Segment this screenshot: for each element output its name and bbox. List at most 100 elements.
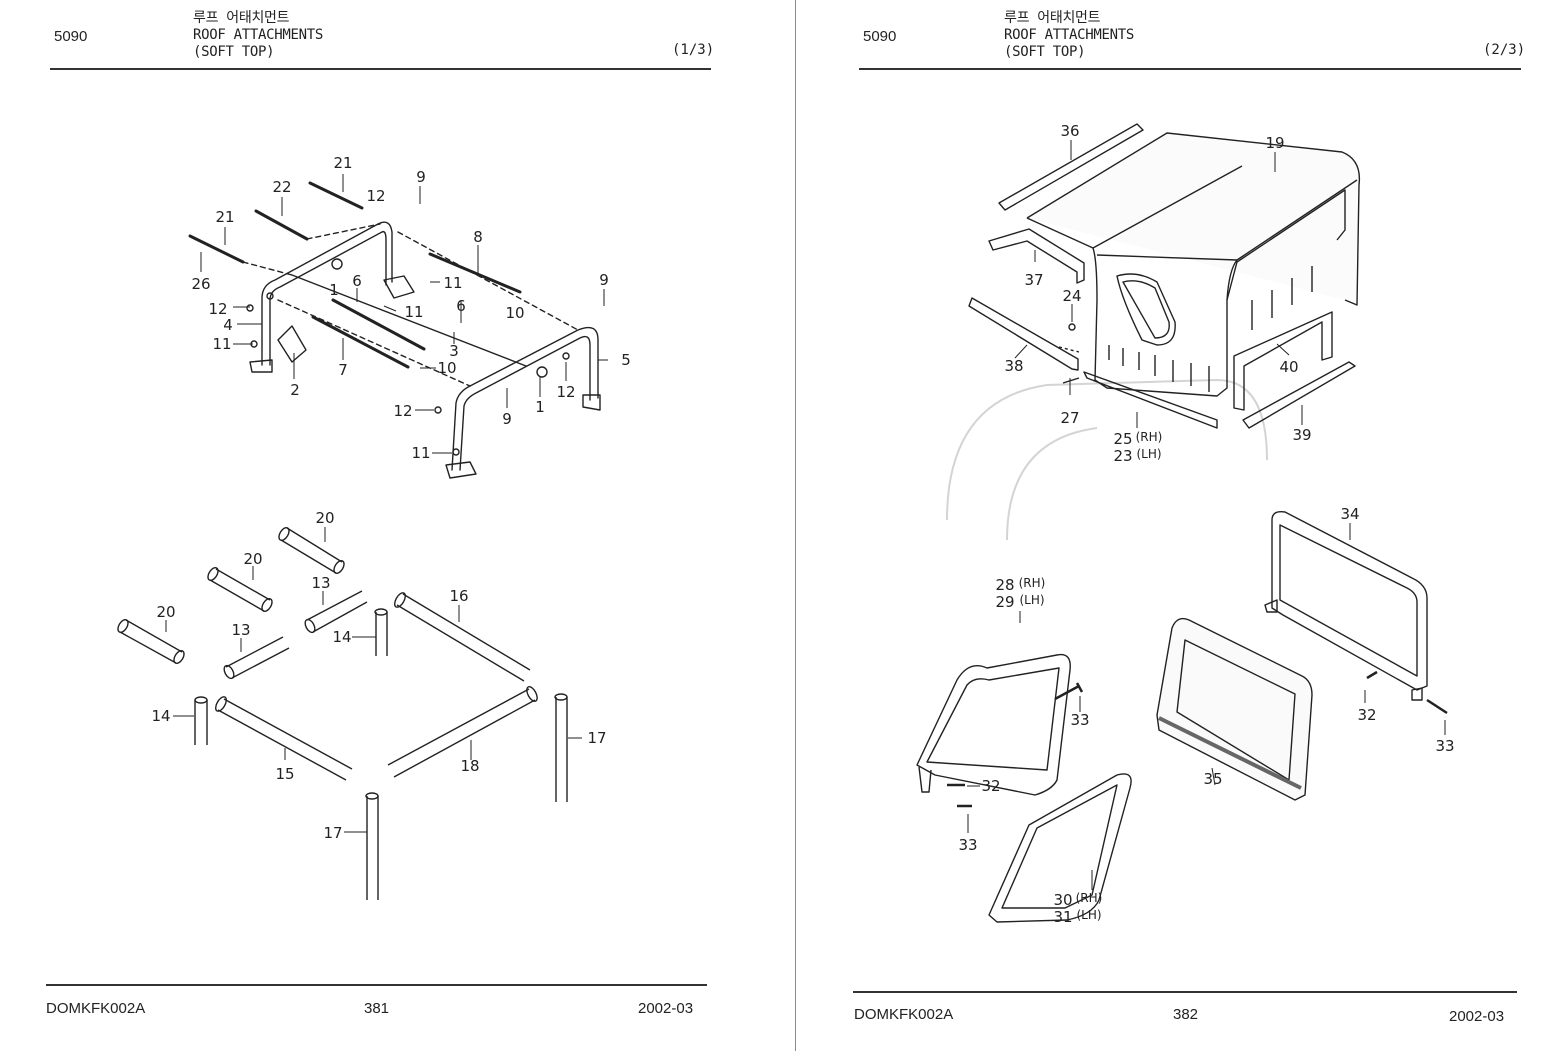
callout-label: 33 xyxy=(1070,711,1089,729)
leader-lines xyxy=(165,174,608,833)
catalog-page-right: 5090 루프 어태치먼트 ROOF ATTACHMENTS (SOFT TOP… xyxy=(797,0,1563,1051)
callout-label: 14 xyxy=(151,707,170,725)
parts-diagram-soft-top: 36 19 37 24 38 40 27 39 25 (RH) 23 (LH) … xyxy=(916,122,1455,926)
callout-label: 34 xyxy=(1340,505,1359,523)
callout-label: 15 xyxy=(275,765,294,783)
page-divider xyxy=(795,0,796,1051)
footer-rule xyxy=(853,991,1517,993)
callout-label: 27 xyxy=(1060,409,1079,427)
callout-label: 18 xyxy=(460,757,479,775)
callout-label: (LH) xyxy=(1076,908,1101,922)
callout-label: 9 xyxy=(416,168,426,186)
header-rule xyxy=(50,68,711,70)
footer-code: DOMKFK002A xyxy=(46,1000,146,1017)
callout-label: 36 xyxy=(1060,122,1079,140)
callout-label: 13 xyxy=(231,621,250,639)
callout-label: 4 xyxy=(223,316,233,334)
callout-label: 23 xyxy=(1113,447,1132,465)
callout-label: 10 xyxy=(437,359,456,377)
footer-page-number: 382 xyxy=(1173,1006,1199,1023)
callout-label: 33 xyxy=(1435,737,1454,755)
callout-label: 6 xyxy=(456,297,466,315)
callout-label: 29 xyxy=(995,593,1014,611)
callout-label: 17 xyxy=(587,729,606,747)
callout-label: 26 xyxy=(191,275,210,293)
page-of-indicator: (1/3) xyxy=(672,42,715,58)
callout-label: 11 xyxy=(443,274,462,292)
callout-label: 32 xyxy=(981,777,1000,795)
callout-labels: 21 22 21 12 9 8 26 12 4 11 1 6 11 6 10 9… xyxy=(151,154,630,842)
callout-label: 12 xyxy=(556,383,575,401)
callout-label: 19 xyxy=(1265,134,1284,152)
callout-label: 20 xyxy=(243,550,262,568)
callout-label: 11 xyxy=(411,444,430,462)
callout-label: (RH) xyxy=(1136,430,1163,444)
callout-label: 12 xyxy=(366,187,385,205)
callout-label: 20 xyxy=(315,509,334,527)
callout-label: (RH) xyxy=(1076,891,1103,905)
callout-label: 9 xyxy=(502,410,512,428)
callout-label: 13 xyxy=(311,574,330,592)
title-english: ROOF ATTACHMENTS xyxy=(193,27,324,43)
callout-label: (LH) xyxy=(1136,447,1161,461)
callout-label: 37 xyxy=(1024,271,1043,289)
callout-label: 12 xyxy=(208,300,227,318)
footer-rule xyxy=(46,984,707,986)
callout-label: 30 xyxy=(1053,891,1072,909)
callout-label: 24 xyxy=(1062,287,1081,305)
callout-label: 11 xyxy=(212,335,231,353)
leader-lines xyxy=(967,140,1446,890)
title-korean: 루프 어태치먼트 xyxy=(1004,10,1101,26)
footer-date: 2002-03 xyxy=(638,1000,694,1017)
callout-label: 17 xyxy=(323,824,342,842)
callout-labels: 36 19 37 24 38 40 27 39 25 (RH) 23 (LH) … xyxy=(958,122,1454,926)
callout-label: 20 xyxy=(156,603,175,621)
page-title-block: 루프 어태치먼트 ROOF ATTACHMENTS (SOFT TOP) xyxy=(193,10,323,61)
callout-label: (RH) xyxy=(1019,576,1046,590)
callout-label: 25 xyxy=(1113,430,1132,448)
callout-label: 28 xyxy=(995,576,1014,594)
callout-label: 35 xyxy=(1203,770,1222,788)
callout-label: 1 xyxy=(329,281,339,299)
callout-label: 1 xyxy=(535,398,545,416)
footer-date: 2002-03 xyxy=(1449,1008,1505,1025)
callout-label: 3 xyxy=(449,342,459,360)
callout-label: 21 xyxy=(333,154,352,172)
callout-label: 40 xyxy=(1279,358,1298,376)
callout-label: 22 xyxy=(272,178,291,196)
callout-label: 39 xyxy=(1292,426,1311,444)
callout-label: 21 xyxy=(215,208,234,226)
callout-label: 38 xyxy=(1004,357,1023,375)
title-subtitle: (SOFT TOP) xyxy=(1004,44,1086,60)
callout-label: 12 xyxy=(393,402,412,420)
callout-label: 11 xyxy=(404,303,423,321)
catalog-page-left: 5090 루프 어태치먼트 ROOF ATTACHMENTS (SOFT TOP… xyxy=(46,10,715,1017)
header-rule xyxy=(859,68,1521,70)
callout-label: 5 xyxy=(621,351,631,369)
callout-label: 8 xyxy=(473,228,483,246)
title-english: ROOF ATTACHMENTS xyxy=(1004,27,1135,43)
callout-label: 33 xyxy=(958,836,977,854)
section-number: 5090 xyxy=(863,28,897,45)
title-korean: 루프 어태치먼트 xyxy=(193,10,290,26)
callout-label: (LH) xyxy=(1019,593,1044,607)
soft-top-drawing xyxy=(916,123,1448,923)
ghost-image xyxy=(946,378,1268,541)
page-title-block: 루프 어태치먼트 ROOF ATTACHMENTS (SOFT TOP) xyxy=(1004,10,1134,61)
callout-label: 31 xyxy=(1053,908,1072,926)
callout-label: 7 xyxy=(338,361,348,379)
callout-label: 9 xyxy=(599,271,609,289)
callout-label: 2 xyxy=(290,381,300,399)
page-of-indicator: (2/3) xyxy=(1483,42,1526,58)
footer-page-number: 381 xyxy=(364,1000,390,1017)
callout-label: 16 xyxy=(449,587,468,605)
callout-label: 14 xyxy=(332,628,351,646)
roof-frame-drawing xyxy=(188,181,601,479)
callout-label: 6 xyxy=(352,272,362,290)
callout-label: 10 xyxy=(505,304,524,322)
section-number: 5090 xyxy=(54,28,88,45)
tube-parts-drawing xyxy=(117,526,568,900)
parts-diagram-frame-and-tubes: 21 22 21 12 9 8 26 12 4 11 1 6 11 6 10 9… xyxy=(117,154,631,900)
callout-label: 32 xyxy=(1357,706,1376,724)
title-subtitle: (SOFT TOP) xyxy=(193,44,275,60)
